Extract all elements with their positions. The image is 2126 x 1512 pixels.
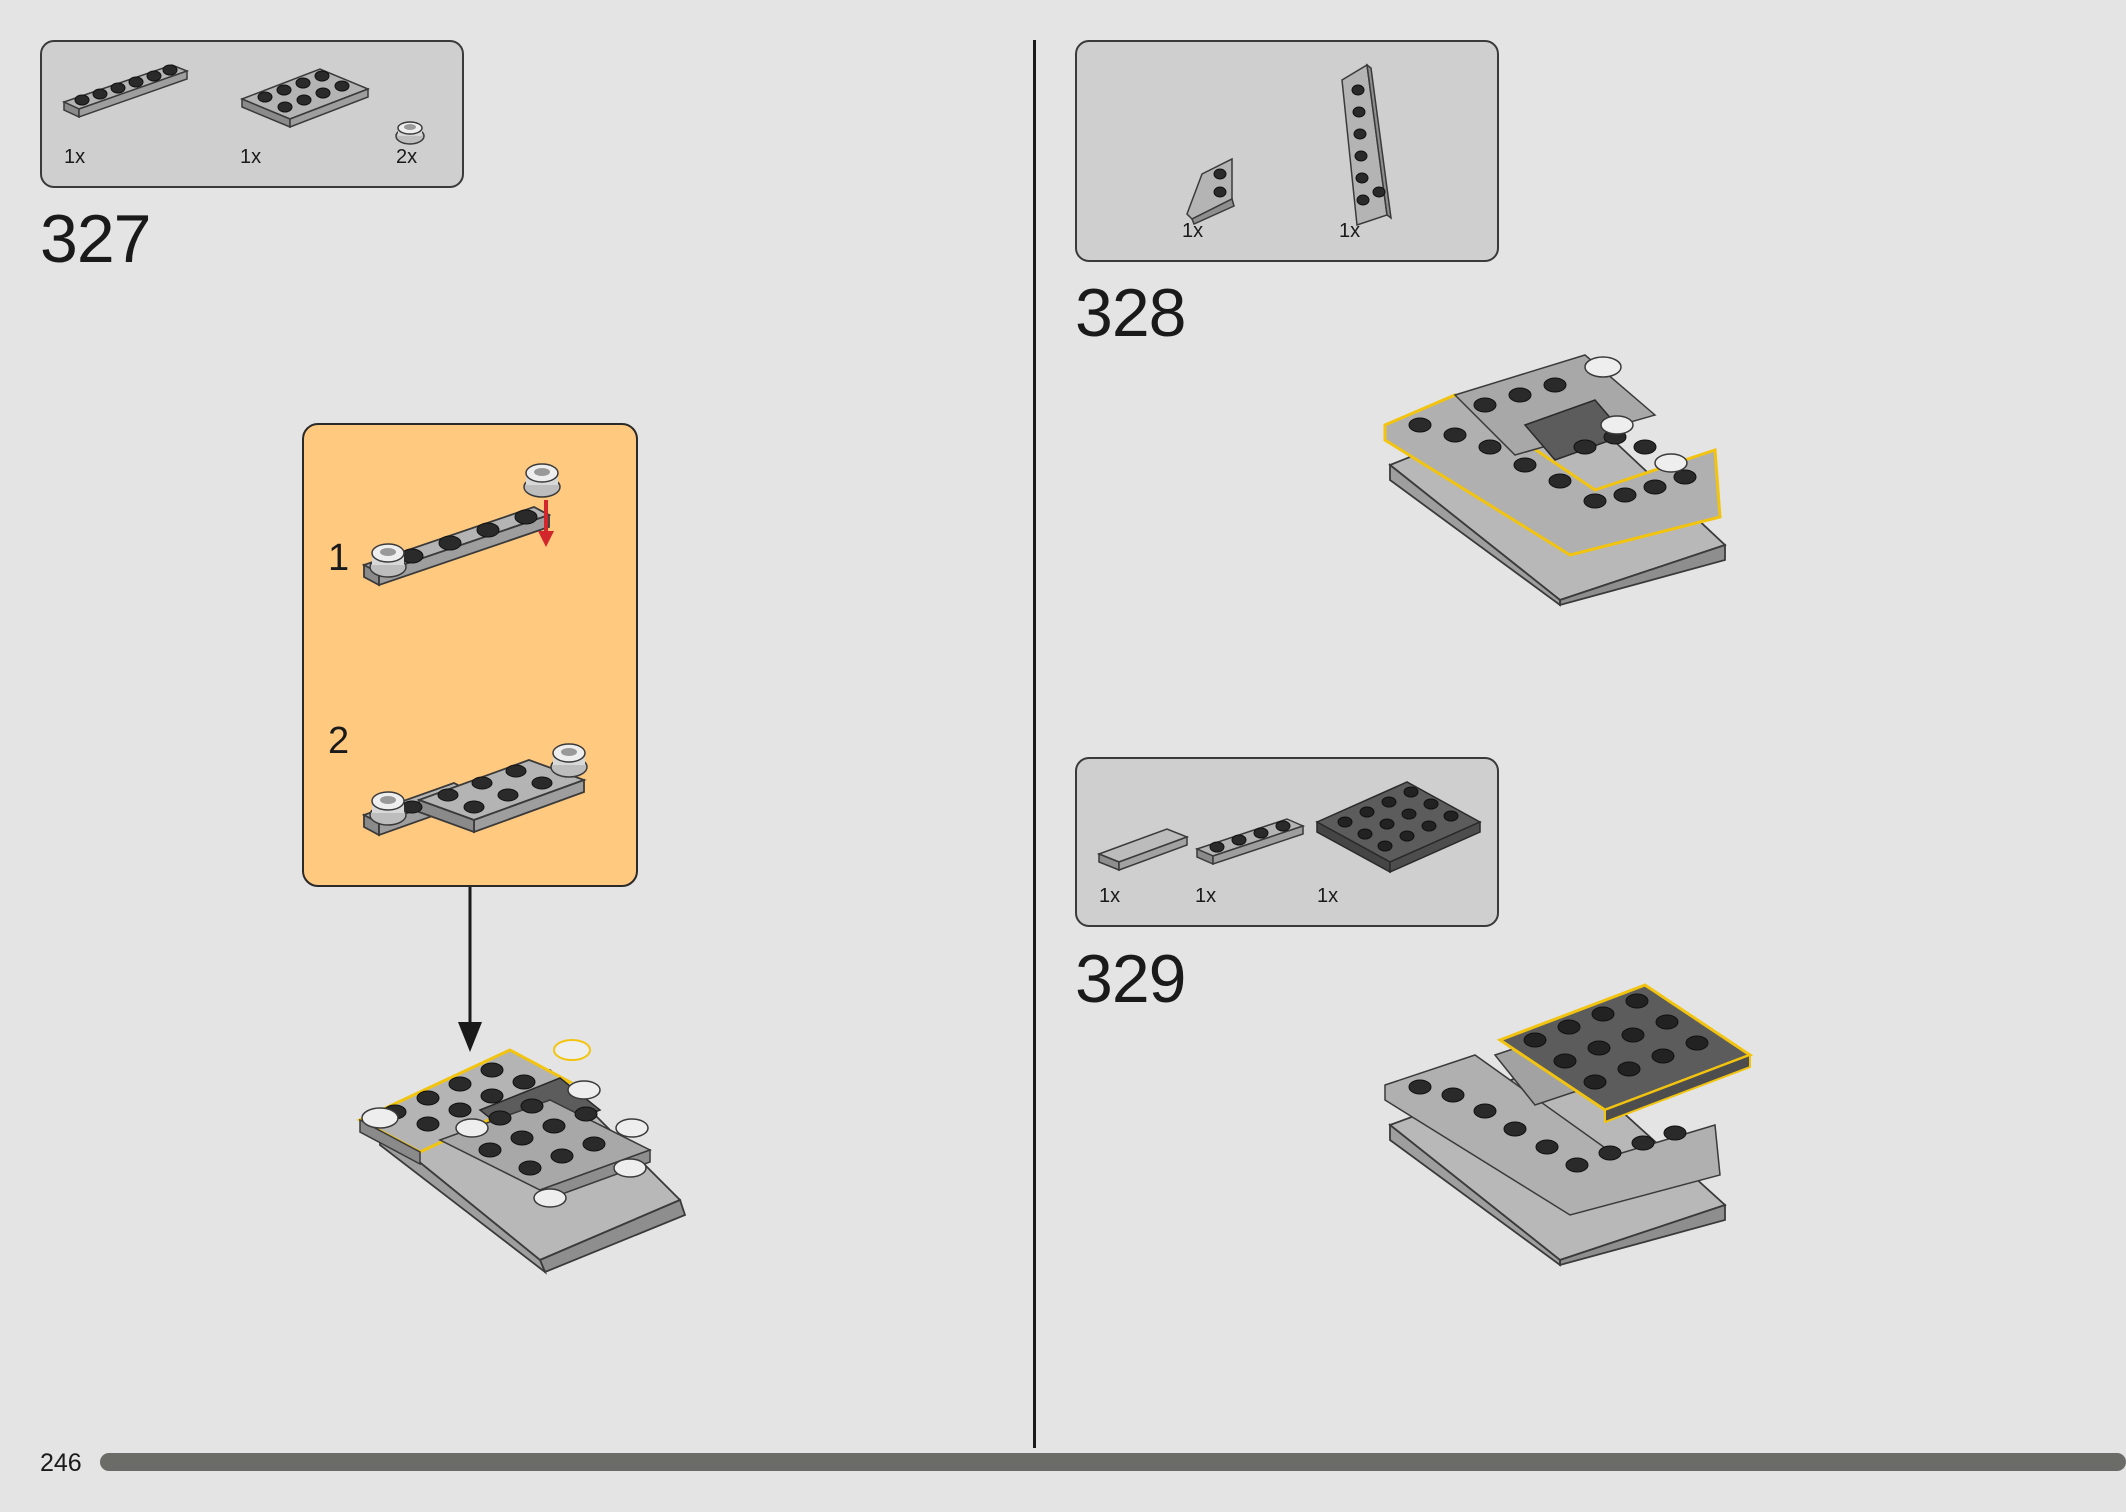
step-number: 328 [1075, 275, 1186, 351]
sub-assembly-callout: 1 2 [302, 423, 638, 887]
plate-1x6-icon [61, 64, 190, 119]
part-qty: 1x [240, 146, 262, 168]
progress-bar [100, 1453, 2126, 1471]
step-number: 327 [40, 201, 151, 277]
part-qty: 1x [64, 146, 86, 168]
substep-number: 1 [328, 537, 350, 579]
part-qty: 1x [1182, 220, 1204, 242]
small-wedge-plate-icon [1186, 157, 1235, 226]
model-step-328 [1383, 354, 1727, 607]
plate-1x4-icon [1194, 818, 1306, 866]
round-stud-icon [395, 121, 425, 145]
tile-1x4-icon [1096, 828, 1190, 872]
page-divider [1033, 40, 1036, 1448]
plate-2x4-icon [239, 68, 371, 129]
model-step-327 [356, 1039, 687, 1275]
model-step-329 [1384, 983, 1754, 1267]
part-qty: 1x [1317, 885, 1339, 907]
part-qty: 1x [1099, 885, 1121, 907]
part-qty: 1x [1339, 220, 1361, 242]
step-number: 329 [1075, 941, 1186, 1017]
parts-callout-329: 1x 1x 1x [1075, 757, 1499, 927]
part-qty: 2x [396, 146, 418, 168]
substep-number: 2 [328, 720, 350, 762]
page-number: 246 [40, 1449, 82, 1477]
parts-callout-328: 1x 1x [1075, 40, 1499, 262]
parts-callout-327: 1x 1x 2x [40, 40, 464, 188]
plate-4x4-icon [1315, 781, 1482, 874]
part-qty: 1x [1195, 885, 1217, 907]
substep-2-illustration [361, 743, 588, 837]
long-wedge-plate-icon [1341, 63, 1392, 227]
attach-arrow-icon [458, 887, 482, 1052]
substep-1-illustration [361, 463, 561, 587]
